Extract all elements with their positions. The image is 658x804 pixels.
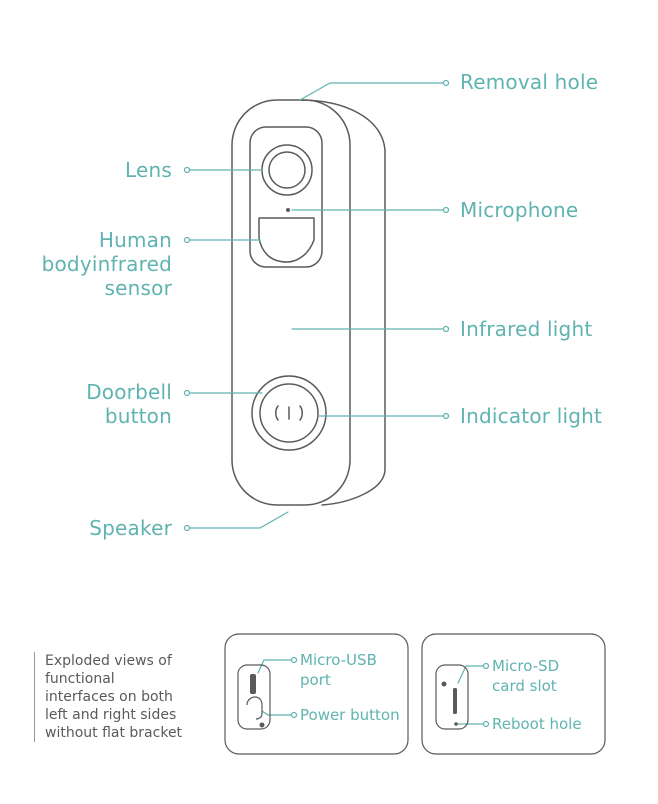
dot-micro-usb — [290, 656, 298, 664]
label-micro-usb-line2: port — [300, 671, 331, 689]
dot-infrared-light — [442, 325, 450, 333]
label-human-sensor-line3: sensor — [104, 276, 172, 300]
label-removal-hole: Removal hole — [460, 70, 599, 94]
dot-indicator-light — [442, 412, 450, 420]
label-micro-usb-line1: Micro-USB — [300, 651, 377, 669]
bell-wave-right — [299, 405, 303, 421]
dot-removal-hole — [442, 79, 450, 87]
leader-removal-hole — [299, 82, 445, 101]
label-reboot-hole: Reboot hole — [492, 715, 582, 733]
note-line: without flat bracket — [45, 725, 183, 741]
label-doorbell-button: Doorbell button — [86, 380, 172, 428]
dot-microphone — [442, 206, 450, 214]
camera-module — [249, 126, 323, 268]
leader-power-button — [261, 710, 293, 716]
left-side-view-box — [224, 633, 409, 755]
label-micro-usb: Micro-USB port — [300, 650, 377, 690]
dot-human-sensor — [183, 236, 191, 244]
label-doorbell-button-line1: Doorbell — [86, 380, 172, 404]
label-human-sensor: Human bodyinfrared sensor — [42, 228, 172, 300]
label-doorbell-button-line2: button — [104, 404, 172, 428]
note-line: interfaces on both — [45, 689, 173, 705]
label-power-button: Power button — [300, 706, 400, 724]
label-infrared-light: Infrared light — [460, 317, 593, 341]
label-lens: Lens — [125, 158, 172, 182]
microphone-dot — [286, 208, 290, 212]
leader-micro-sd — [457, 665, 485, 684]
note-line: functional — [45, 671, 115, 687]
right-side-view-box — [421, 633, 606, 755]
label-micro-sd-line2: card slot — [492, 677, 557, 695]
doorbell-button-inner — [259, 383, 319, 443]
dot-doorbell-button — [183, 389, 191, 397]
dot-micro-sd — [482, 662, 490, 670]
leader-speaker — [188, 511, 289, 529]
lens-inner-icon — [268, 151, 306, 189]
bell-wave-left — [275, 405, 279, 421]
dot-power-button — [290, 711, 298, 719]
leader-micro-usb — [257, 659, 293, 674]
micro-sd-slot-icon — [453, 688, 457, 714]
power-indicator-dot — [259, 722, 265, 728]
note-line: Exploded views of — [45, 653, 172, 669]
exploded-views-note: Exploded views of functional interfaces … — [34, 652, 215, 742]
label-human-sensor-line2: bodyinfrared — [41, 252, 172, 276]
note-line: left and right sides — [45, 707, 177, 723]
doorbell-side-body — [299, 99, 386, 506]
label-micro-sd: Micro-SD card slot — [492, 656, 559, 696]
dot-speaker — [183, 524, 191, 532]
label-speaker: Speaker — [89, 516, 172, 540]
label-indicator-light: Indicator light — [460, 404, 603, 428]
right-device-side — [435, 664, 469, 730]
label-microphone: Microphone — [460, 198, 579, 222]
label-human-sensor-line1: Human — [98, 228, 172, 252]
label-micro-sd-line1: Micro-SD — [492, 657, 560, 675]
sd-top-dot — [441, 681, 447, 687]
doorbell-front-face — [231, 99, 351, 506]
micro-usb-port-icon — [250, 674, 256, 694]
doorbell-button-outer — [251, 375, 327, 451]
dot-reboot-hole — [482, 720, 490, 728]
left-device-side — [237, 664, 271, 730]
power-button-icon — [246, 696, 263, 720]
reboot-hole-icon — [454, 722, 458, 726]
human-sensor-icon — [258, 217, 315, 263]
dot-lens — [183, 166, 191, 174]
